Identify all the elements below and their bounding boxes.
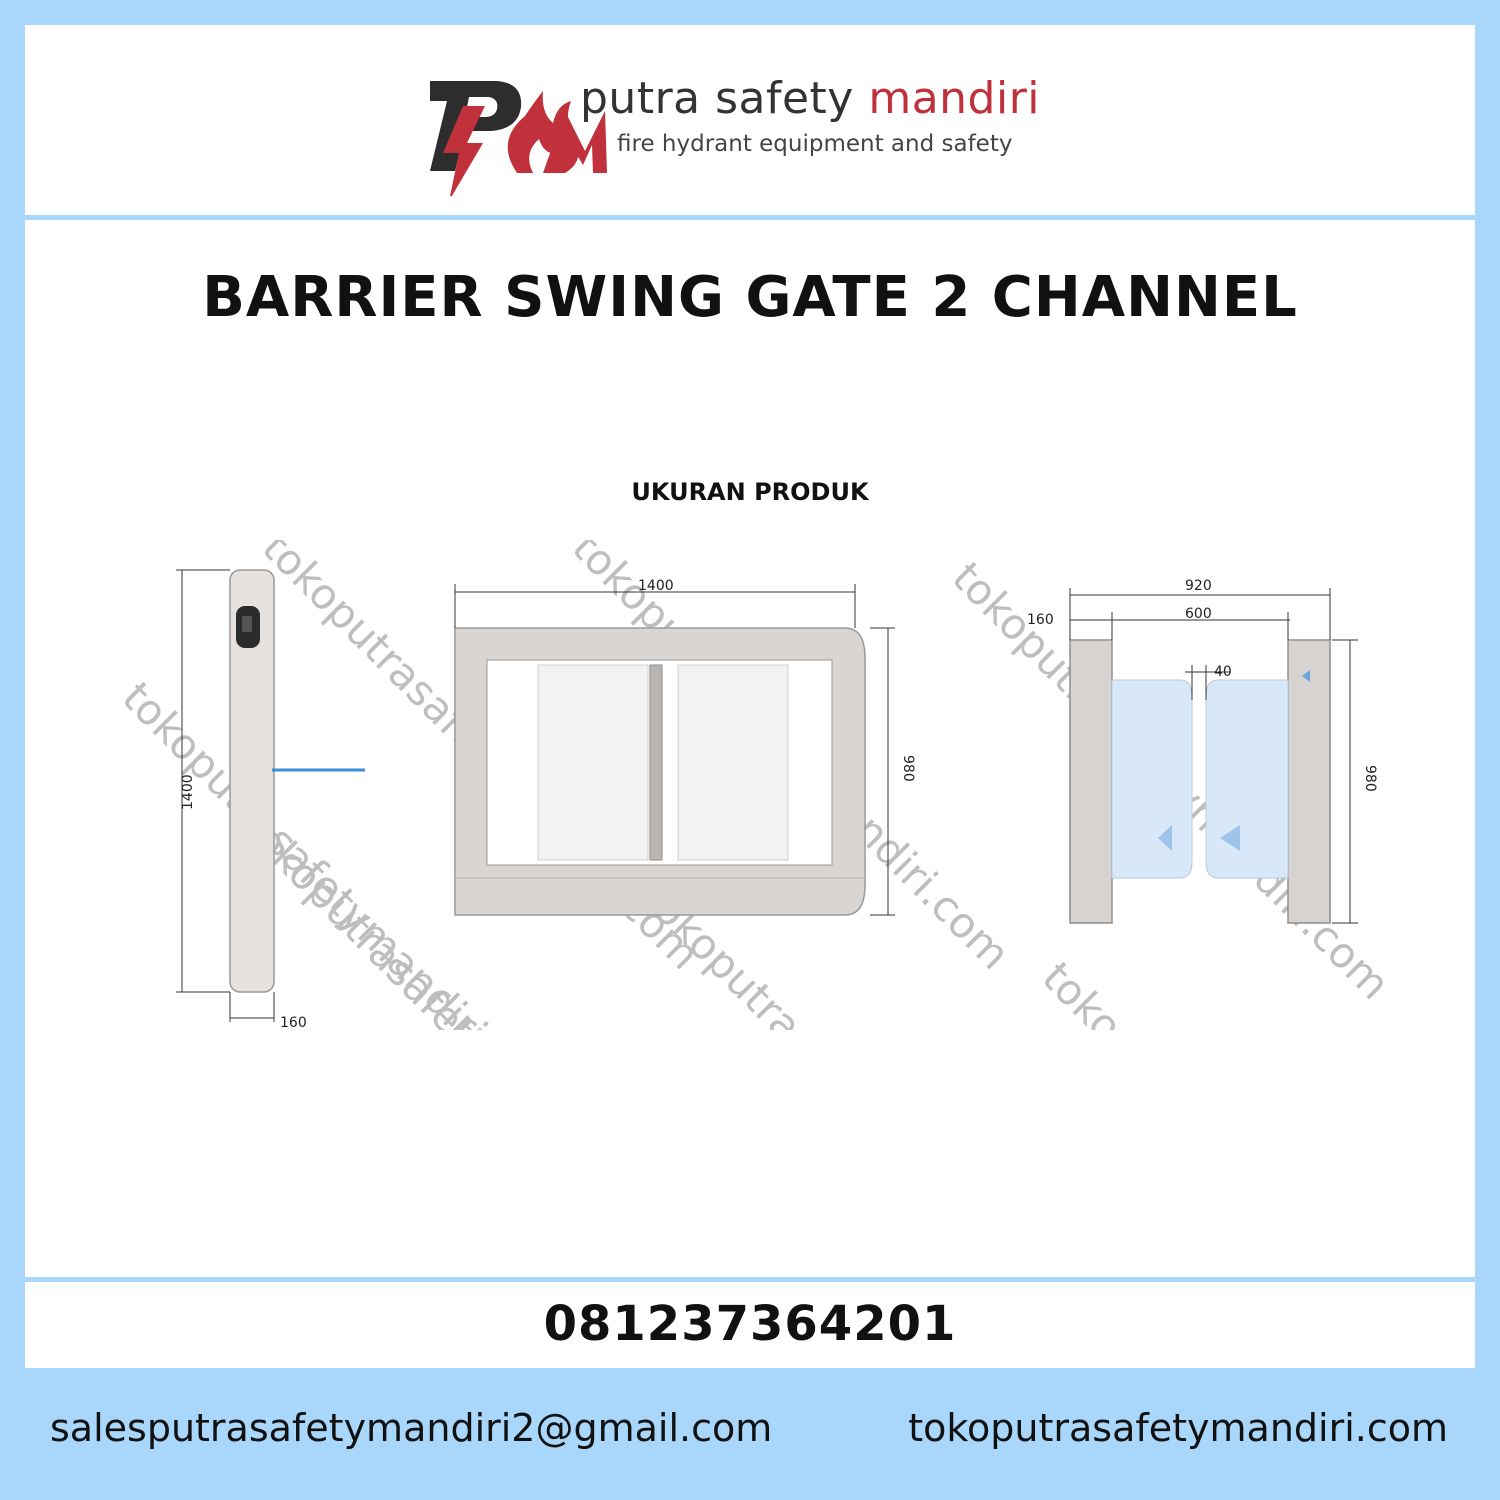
product-panel: BARRIER SWING GATE 2 CHANNEL UKURAN PROD… (25, 220, 1475, 1277)
email-link[interactable]: salesputrasafetymandiri2@gmail.com (50, 1406, 773, 1450)
top-pillar-width-label: 160 (1027, 612, 1054, 628)
brand-tagline: fire hydrant equipment and safety (617, 131, 1013, 157)
company-logo: PM (430, 81, 607, 196)
side-view: 1400 160 (176, 569, 365, 1030)
brand-name-part2: mandiri (868, 73, 1041, 124)
front-width-label: 1400 (638, 578, 674, 594)
side-height-label: 1400 (180, 774, 196, 810)
dimension-drawing: tokoputrasafetymandiri.com tokoputrasafe… (113, 540, 1400, 1030)
top-total-width-label: 920 (1185, 578, 1212, 594)
side-width-label: 160 (280, 1015, 307, 1030)
top-height-label: 980 (1362, 765, 1378, 792)
front-height-label: 980 (900, 755, 916, 782)
page-title: BARRIER SWING GATE 2 CHANNEL (202, 265, 1298, 330)
top-gap-label: 40 (1214, 664, 1232, 680)
brand-name-part1: putra safety (580, 73, 869, 124)
website-link[interactable]: tokoputrasafetymandiri.com (908, 1406, 1448, 1450)
section-title: UKURAN PRODUK (631, 478, 869, 506)
front-view: 1400 980 (454, 578, 916, 916)
top-passage-label: 600 (1185, 606, 1212, 622)
phone-panel: 081237364201 (25, 1282, 1475, 1368)
brand-name: putra safety mandiri (580, 73, 1040, 124)
top-view: 920 160 600 40 980 (1027, 578, 1378, 924)
header-panel: PM putra safety mandiri fire hydrant equ… (25, 25, 1475, 215)
phone-number[interactable]: 081237364201 (543, 1296, 957, 1352)
